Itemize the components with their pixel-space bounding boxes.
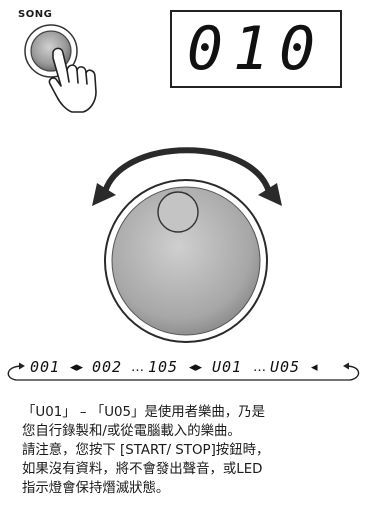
sequence-left-loop-arrow (7, 365, 23, 381)
description-line: 如果沒有資料，將不會發出聲音，或LED (22, 462, 263, 477)
bidirectional-arrow-icon: ◂▸ (189, 360, 203, 375)
sequence-ellipsis: … (253, 360, 266, 375)
led-display: 010 (170, 10, 342, 88)
sequence-left-arrowhead (19, 362, 25, 370)
pressing-hand-icon (48, 47, 97, 113)
song-number-sequence: 001 ◂▸ 002 … 105 ◂▸ U01 … U05 ◂ (7, 358, 360, 381)
description-line: 「U01」 – 「U05」是使用者樂曲，乃是 (22, 405, 265, 420)
display-value: 010 (186, 14, 326, 84)
sequence-item: 001 (30, 358, 60, 376)
bidirectional-arrow-icon: ◂▸ (70, 360, 84, 375)
song-button-label: SONG (18, 9, 53, 20)
sequence-ellipsis: … (131, 360, 144, 375)
rotate-both-ways-arrow-icon (92, 147, 282, 206)
description-line: 指示燈會保持熸滅狀態。 (22, 481, 170, 496)
sequence-item: U05 (270, 358, 300, 376)
sequence-right-loop-arrow (345, 365, 360, 381)
description: 「U01」 – 「U05」是使用者樂曲，乃是 您自行錄製和/或從電腦載入的樂曲。… (22, 403, 358, 498)
sequence-item: U01 (212, 358, 242, 376)
sequence-item: 105 (148, 358, 178, 376)
description-line: 您自行錄製和/或從電腦載入的樂曲。 (22, 424, 241, 439)
illustration (24, 24, 282, 343)
description-line: 請注意，您按下 [START/ STOP]按鈕時， (22, 443, 270, 458)
data-dial[interactable] (104, 179, 268, 343)
sequence-item: 002 (92, 358, 122, 376)
left-arrow-icon: ◂ (311, 360, 318, 375)
sequence-right-arrowhead (343, 362, 349, 370)
